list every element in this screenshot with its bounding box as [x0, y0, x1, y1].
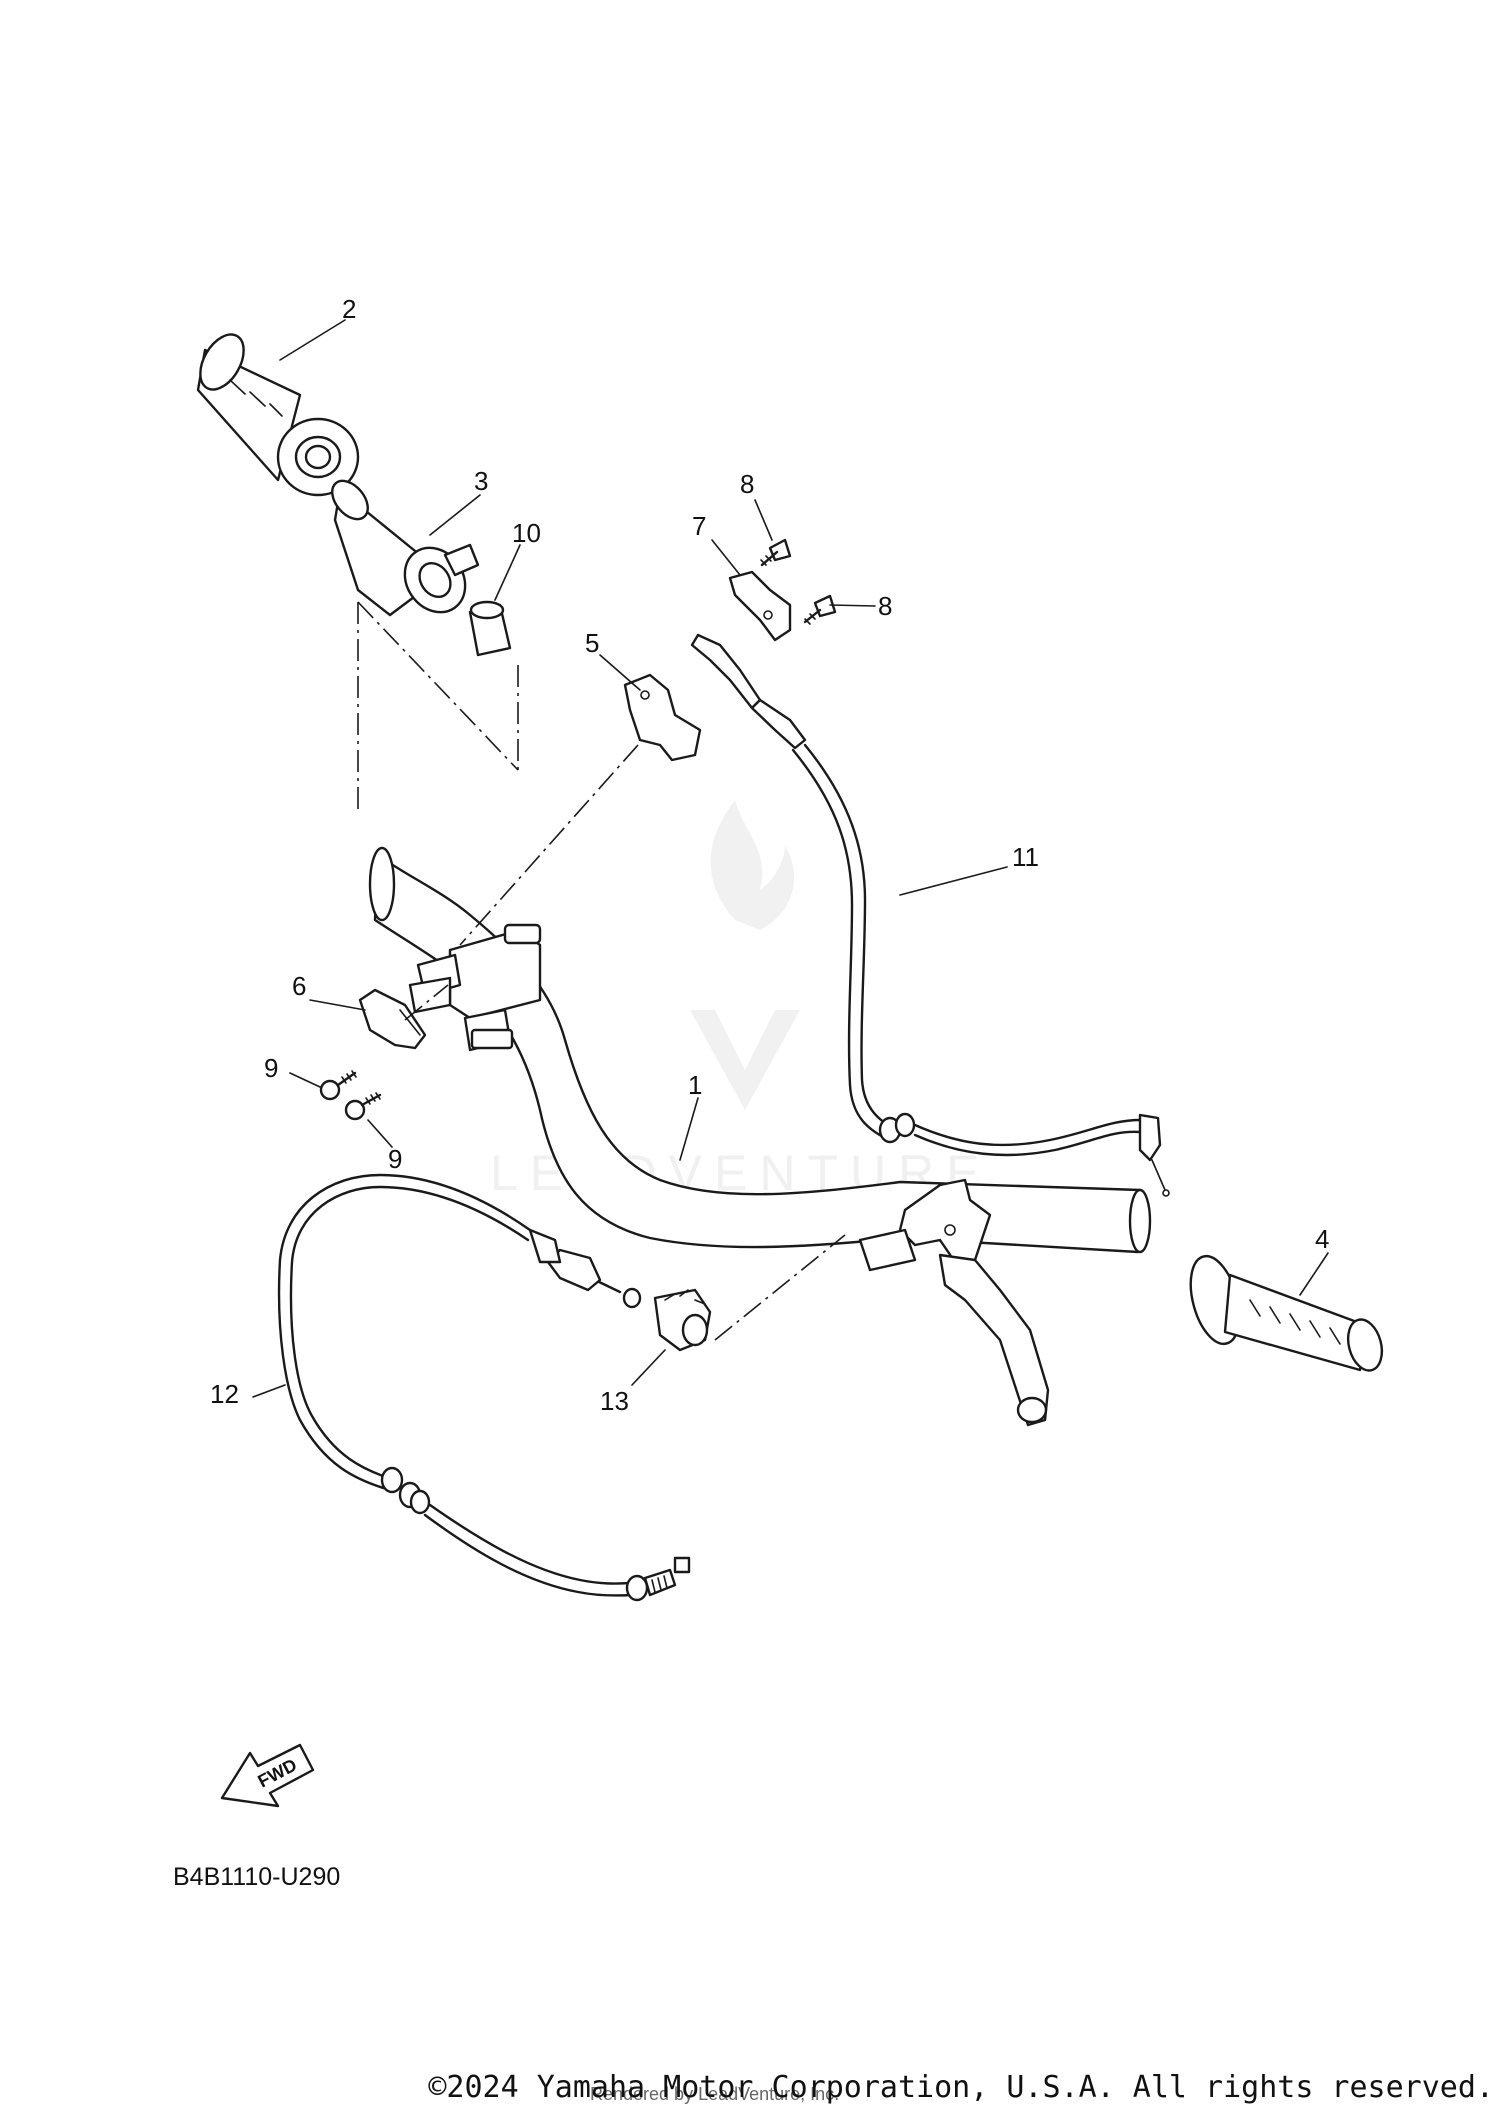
throttle-collar[interactable]: [468, 600, 512, 657]
throttle-housing[interactable]: [623, 673, 702, 762]
callout-10: 10: [512, 518, 541, 548]
callout-3: 3: [474, 466, 488, 496]
diagram-code: B4B1110-U290: [173, 1863, 340, 1891]
throttle-cable[interactable]: [690, 633, 1170, 1197]
callout-9-left: 9: [264, 1053, 278, 1083]
grip[interactable]: [1182, 1251, 1387, 1374]
cable-adjuster[interactable]: [653, 1288, 712, 1352]
callout-2: 2: [342, 294, 356, 324]
clutch-cable[interactable]: [277, 1173, 691, 1602]
callout-6: 6: [292, 971, 306, 1001]
callout-7: 7: [692, 511, 706, 541]
cable-holder[interactable]: [358, 988, 427, 1050]
cable-end[interactable]: [622, 1287, 642, 1309]
guide-screw[interactable]: [803, 594, 837, 625]
holder-screw[interactable]: [319, 1070, 357, 1101]
callout-4: 4: [1315, 1224, 1329, 1254]
callout-9-lower: 9: [388, 1144, 402, 1174]
callout-11: 11: [1012, 842, 1039, 872]
callout-8-lower: 8: [878, 591, 892, 621]
assembly-line: [714, 1234, 846, 1341]
callout-1: 1: [688, 1070, 702, 1100]
cable-guide[interactable]: [728, 570, 792, 642]
rendered-by-text: Rendered by LeadVenture, Inc.: [590, 2084, 840, 2104]
callout-8-upper: 8: [740, 469, 754, 499]
guide-screw[interactable]: [760, 538, 792, 567]
leader-lines: [252, 319, 1329, 1398]
throttle-grip[interactable]: [191, 327, 360, 497]
assembly-line: [357, 601, 519, 815]
fwd-arrow-icon: FWD: [220, 1743, 315, 1808]
assembly-line: [459, 744, 639, 946]
throttle-tube[interactable]: [325, 474, 480, 624]
copyright-text: ©2024 Yamaha Motor Corporation, U.S.A. A…: [428, 2070, 1494, 2105]
assembly-line: [404, 984, 449, 1021]
callout-13: 13: [600, 1386, 629, 1416]
holder-screw[interactable]: [344, 1092, 382, 1121]
callout-5: 5: [585, 628, 599, 658]
brake-master-cylinder[interactable]: [408, 923, 542, 1052]
callout-12: 12: [210, 1379, 239, 1409]
clutch-lever[interactable]: [858, 1178, 1050, 1427]
